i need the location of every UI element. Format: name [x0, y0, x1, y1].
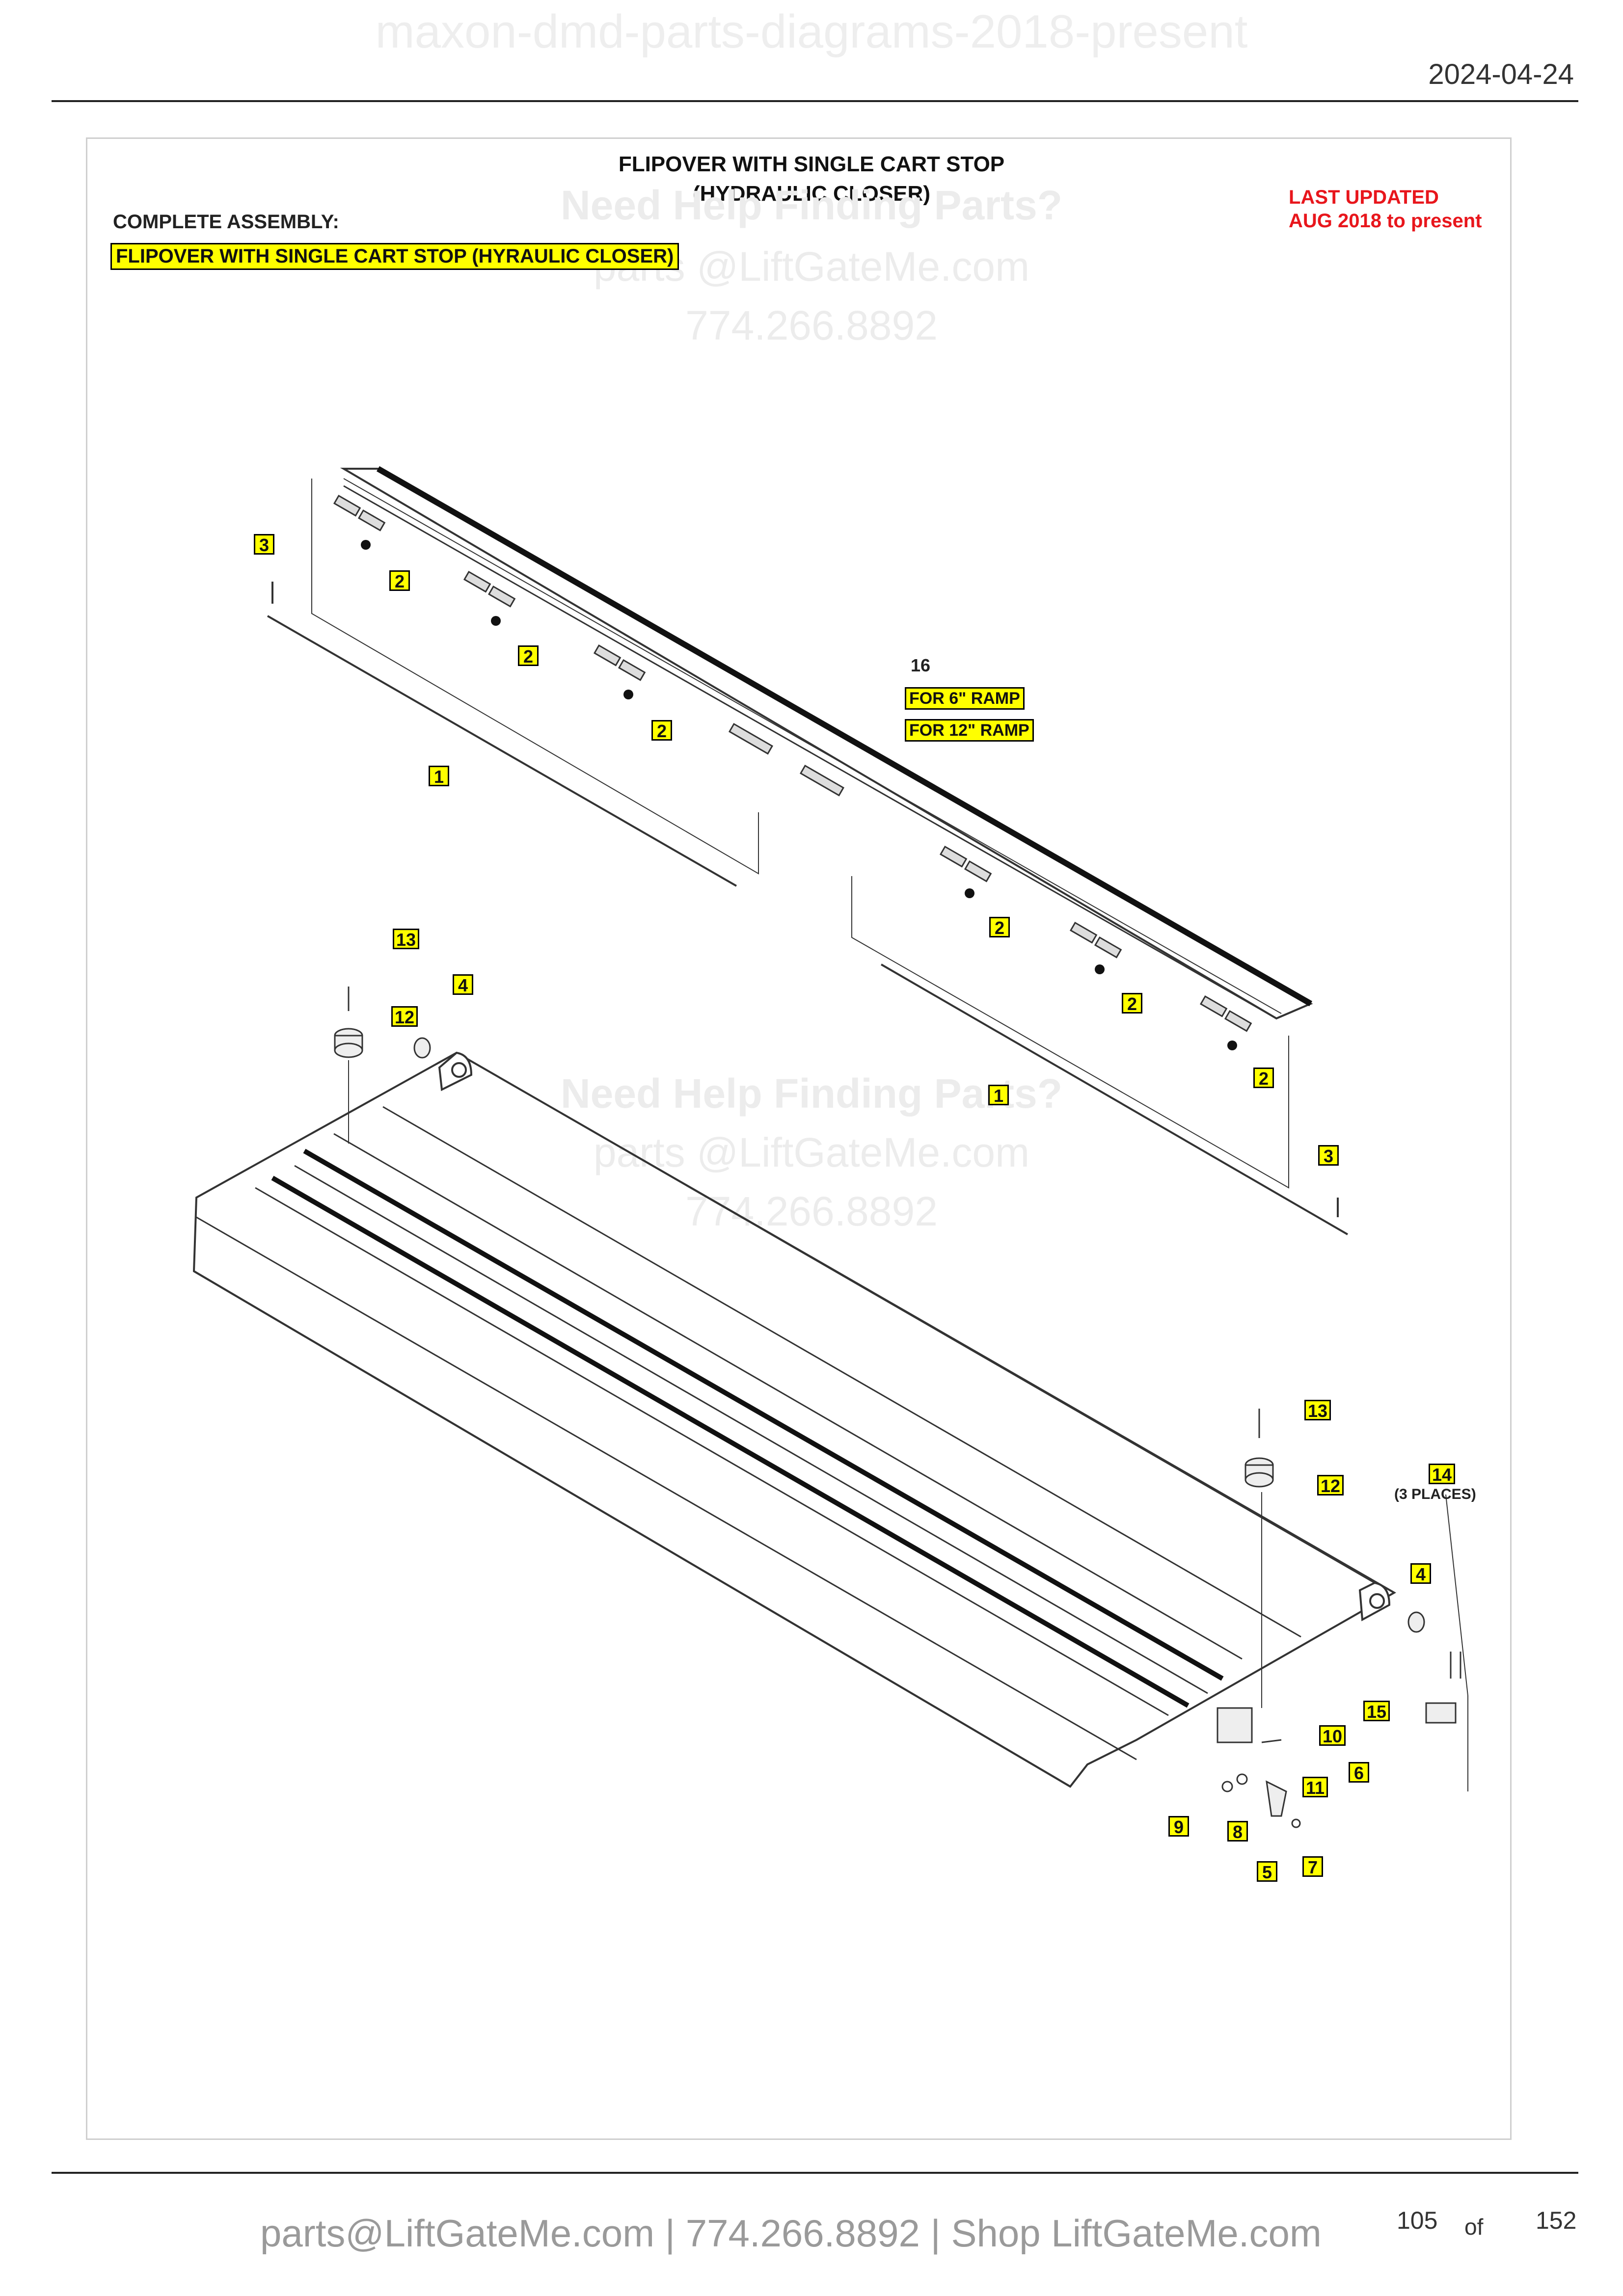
callout-2-e: 2	[1122, 993, 1142, 1014]
page-date: 2024-04-24	[1428, 58, 1574, 90]
callout-2-c: 2	[651, 720, 672, 741]
callout-ramp-6in: FOR 6" RAMP	[905, 687, 1025, 710]
callout-16: 16	[911, 655, 931, 675]
callout-3-left: 3	[254, 534, 274, 555]
ramp-hinge-tabs	[333, 494, 1252, 1032]
callout-14: 14	[1429, 1464, 1456, 1485]
callout-2-d: 2	[989, 917, 1010, 938]
callout-3-right: 3	[1318, 1145, 1339, 1166]
page-of: of	[1464, 2214, 1484, 2240]
diagram-title-line1: FLIPOVER WITH SINGLE CART STOP	[618, 152, 1005, 176]
callout-12-left: 12	[391, 1006, 418, 1027]
watermark-help-top: Need Help Finding Parts?	[560, 182, 1063, 228]
assembly-label: COMPLETE ASSEMBLY:	[113, 211, 339, 233]
page-total: 152	[1536, 2207, 1577, 2234]
callout-4-right: 4	[1410, 1563, 1431, 1584]
callout-7: 7	[1302, 1856, 1323, 1877]
callout-14-places: (3 PLACES)	[1394, 1486, 1476, 1502]
platform	[192, 1051, 1397, 1788]
callout-4-left: 4	[453, 974, 473, 995]
callout-9: 9	[1168, 1816, 1189, 1837]
callout-10: 10	[1319, 1725, 1346, 1746]
callout-2-f: 2	[1253, 1068, 1274, 1089]
header-watermark: maxon-dmd-parts-diagrams-2018-present	[375, 5, 1248, 58]
bushings	[334, 1028, 1425, 1633]
callout-6: 6	[1349, 1762, 1369, 1783]
footer-divider	[52, 2172, 1578, 2174]
callout-13-right: 13	[1304, 1400, 1331, 1421]
callout-5: 5	[1257, 1861, 1277, 1882]
diagram-frame	[86, 137, 1512, 2140]
watermark-help-mid: Need Help Finding Parts?	[560, 1070, 1063, 1117]
hinge-pins	[267, 582, 1349, 1235]
alignment-lines	[311, 479, 1289, 1189]
hinge-bolts	[361, 540, 1237, 1050]
callout-12-right: 12	[1317, 1475, 1344, 1496]
watermark-phone-mid: 774.266.8892	[685, 1188, 938, 1234]
watermark-phone-top: 774.266.8892	[685, 302, 938, 348]
footer-contact: parts@LiftGateMe.com | 774.266.8892 | Sh…	[260, 2212, 1322, 2255]
last-updated: LAST UPDATED AUG 2018 to present	[1289, 186, 1482, 233]
last-updated-label: LAST UPDATED	[1289, 187, 1439, 208]
last-updated-range: AUG 2018 to present	[1289, 210, 1482, 232]
flipover-ramp	[340, 466, 1313, 1020]
watermark-email-mid: parts @LiftGateMe.com	[593, 1129, 1030, 1175]
header-divider	[52, 100, 1578, 102]
callout-8: 8	[1227, 1821, 1248, 1842]
callout-2-b: 2	[518, 645, 539, 667]
assembly-name: FLIPOVER WITH SINGLE CART STOP (HYRAULIC…	[110, 243, 679, 270]
callout-2-a: 2	[389, 570, 410, 591]
callout-13-left: 13	[393, 929, 420, 950]
callout-1-right: 1	[988, 1085, 1009, 1106]
callout-1-left: 1	[429, 766, 449, 787]
diagram-title-line2: (HYDRAULIC CLOSER)	[693, 182, 930, 206]
callout-11: 11	[1302, 1777, 1328, 1798]
page-current: 105	[1397, 2207, 1438, 2234]
callout-ramp-12in: FOR 12" RAMP	[905, 719, 1034, 742]
callout-15: 15	[1363, 1701, 1390, 1722]
small-fasteners	[348, 987, 1468, 1828]
